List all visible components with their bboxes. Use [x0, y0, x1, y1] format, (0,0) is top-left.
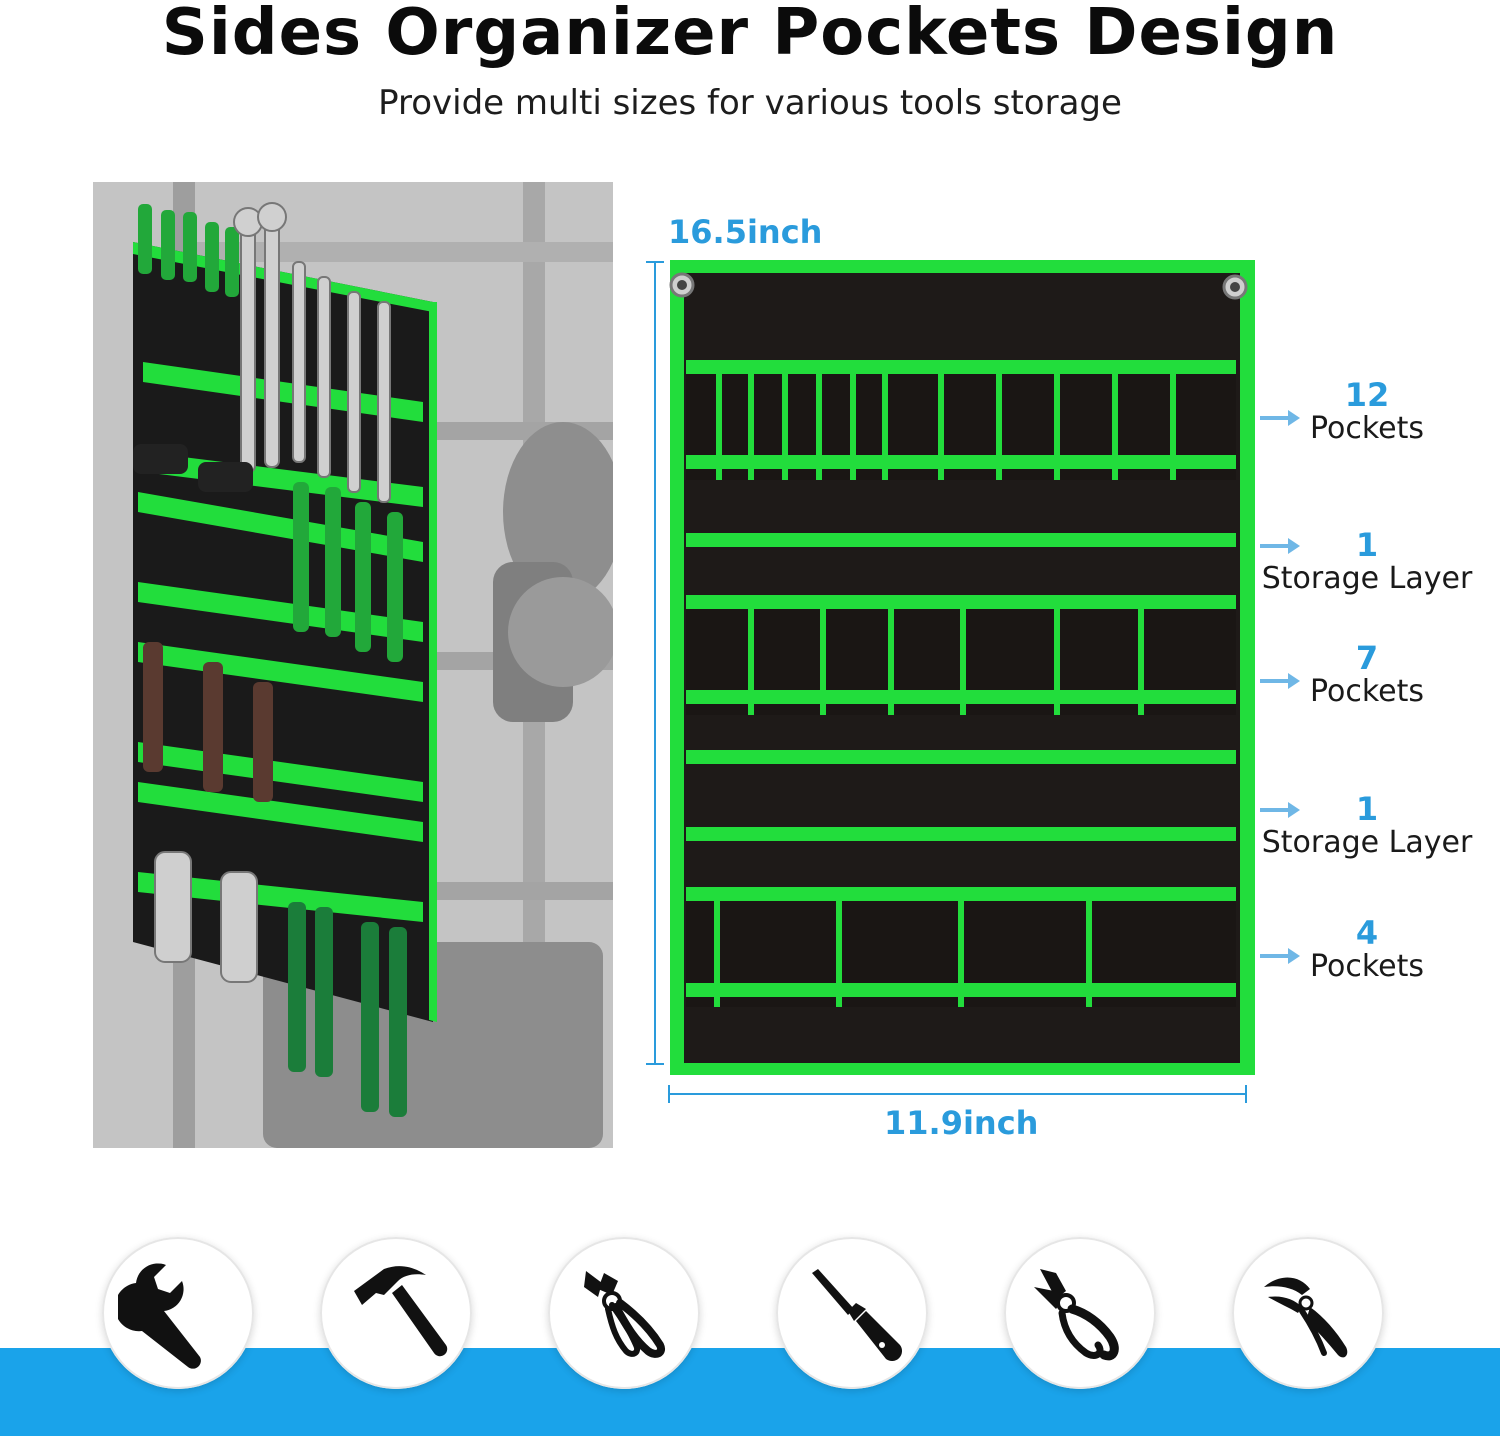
callout-12-pockets: 12 Pockets: [1260, 378, 1480, 448]
callout-label: Storage Layer: [1261, 561, 1473, 596]
callout-number: 12: [1344, 376, 1390, 414]
tool-circle: [1232, 1237, 1384, 1389]
pliers-icon: [1034, 1269, 1119, 1361]
callout-label: Pockets: [1309, 949, 1425, 984]
nippers-icon: [584, 1271, 665, 1358]
tool-circle: [776, 1237, 928, 1389]
product-photo: [93, 182, 613, 1148]
width-dimension-label: 11.9inch: [884, 1104, 1039, 1142]
callout-label: Storage Layer: [1261, 825, 1473, 860]
callout-number: 4: [1355, 914, 1379, 952]
callout-storage-layer-2: 1 Storage Layer: [1260, 792, 1480, 862]
tool-circle: [320, 1237, 472, 1389]
callout-label: Pockets: [1309, 674, 1425, 709]
page-subtitle: Provide multi sizes for various tools st…: [378, 83, 1122, 123]
callout-number: 7: [1355, 639, 1379, 677]
tool-circle: [102, 1237, 254, 1389]
height-dimension-cap-bottom: [646, 1063, 664, 1065]
width-dimension-line: [668, 1093, 1246, 1095]
height-dimension-cap-top: [646, 261, 664, 263]
callout-label: Pockets: [1309, 411, 1425, 446]
screwdriver-icon: [812, 1269, 902, 1361]
height-dimension-label: 16.5inch: [668, 213, 823, 251]
callout-storage-layer-1: 1 Storage Layer: [1260, 528, 1480, 598]
width-dimension-cap-right: [1245, 1085, 1247, 1103]
width-dimension-cap-left: [668, 1085, 670, 1103]
arrow-right-icon: [1260, 538, 1300, 554]
organizer-mat: [669, 260, 1255, 1075]
arrow-right-icon: [1260, 802, 1300, 818]
callout-number: 1: [1355, 526, 1379, 564]
arrow-right-icon: [1260, 673, 1300, 689]
pruning-shears-icon: [1264, 1277, 1348, 1358]
arrow-right-icon: [1260, 948, 1300, 964]
callout-4-pockets: 4 Pockets: [1260, 916, 1480, 986]
wrench-icon: [118, 1263, 218, 1369]
callout-7-pockets: 7 Pockets: [1260, 641, 1480, 711]
callout-number: 1: [1355, 790, 1379, 828]
page-title: Sides Organizer Pockets Design: [161, 0, 1339, 70]
hammer-icon: [354, 1266, 448, 1357]
height-dimension-line: [654, 262, 656, 1064]
tool-circle: [548, 1237, 700, 1389]
tool-circle: [1004, 1237, 1156, 1389]
arrow-right-icon: [1260, 410, 1300, 426]
